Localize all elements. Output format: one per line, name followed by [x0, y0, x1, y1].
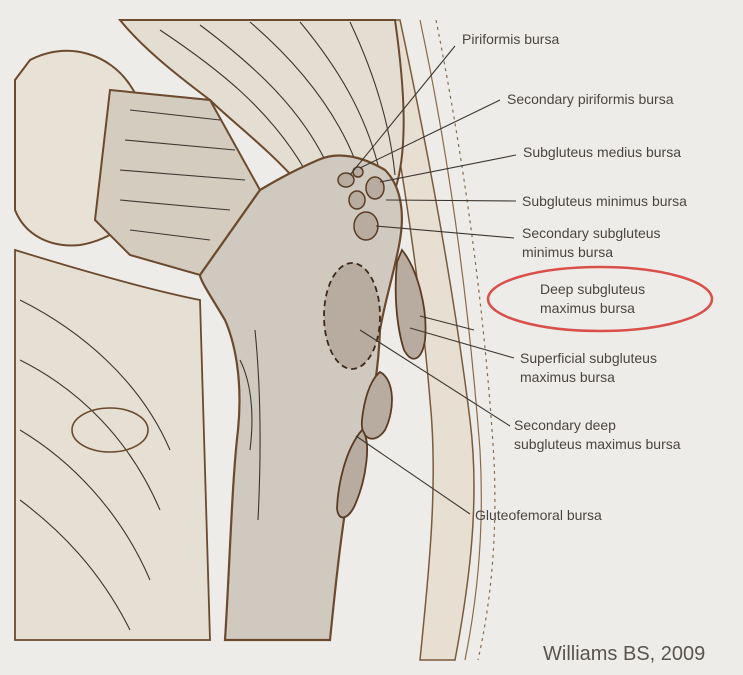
label-secondary-deep-2: subgluteus maximus bursa — [514, 436, 681, 452]
label-secondary-subgluteus-minimus-2: minimus bursa — [522, 244, 613, 260]
subgluteus-minimus-bursa-shape — [349, 191, 365, 209]
secondary-piriformis-bursa-shape — [353, 167, 363, 177]
citation: Williams BS, 2009 — [543, 643, 705, 665]
label-subgluteus-medius-bursa: Subgluteus medius bursa — [523, 144, 681, 160]
subgluteus-medius-bursa-shape — [366, 177, 384, 199]
label-superficial-subgluteus-maximus-2: maximus bursa — [520, 369, 615, 385]
label-subgluteus-minimus-bursa: Subgluteus minimus bursa — [522, 193, 687, 209]
label-deep-subgluteus-maximus-2: maximus bursa — [540, 300, 635, 316]
deep-subgluteus-maximus-bursa-shape — [324, 263, 380, 369]
piriformis-bursa-shape — [338, 173, 354, 187]
label-deep-subgluteus-maximus-1: Deep subgluteus — [540, 281, 645, 297]
label-secondary-deep-1: Secondary deep — [514, 417, 616, 433]
label-gluteofemoral-bursa: Gluteofemoral bursa — [475, 507, 602, 523]
label-superficial-subgluteus-maximus-1: Superficial subgluteus — [520, 350, 657, 366]
label-secondary-piriformis-bursa: Secondary piriformis bursa — [507, 91, 674, 107]
secondary-subgluteus-minimus-bursa-shape — [354, 212, 378, 240]
label-secondary-subgluteus-minimus-1: Secondary subgluteus — [522, 225, 661, 241]
label-piriformis-bursa: Piriformis bursa — [462, 31, 559, 47]
thigh-muscles — [15, 250, 210, 640]
